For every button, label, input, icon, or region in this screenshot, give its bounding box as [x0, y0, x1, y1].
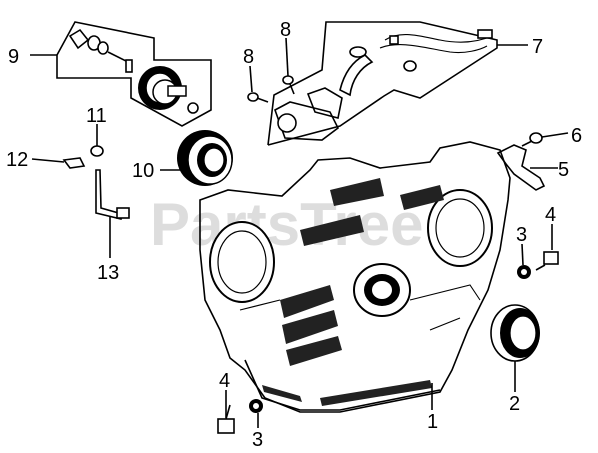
- clip-12[interactable]: [62, 157, 86, 169]
- bolt-4-right[interactable]: [535, 251, 559, 271]
- callout-2: 2: [509, 393, 520, 415]
- screw-8-left[interactable]: [247, 92, 269, 103]
- callout-4-bottom: 4: [219, 370, 230, 392]
- washer-3-right[interactable]: [517, 265, 531, 279]
- callout-8-left: 8: [243, 46, 254, 68]
- watermark: PartsTree: [150, 191, 424, 258]
- crankcase[interactable]: [199, 141, 511, 413]
- callout-3-bottom: 3: [252, 429, 263, 451]
- clip[interactable]: [90, 145, 104, 157]
- callout-8-right: 8: [280, 19, 291, 41]
- screw-8-right[interactable]: [282, 75, 295, 95]
- callout-9: 9: [8, 46, 19, 68]
- screw-6[interactable]: [521, 132, 543, 147]
- callout-10: 10: [132, 160, 154, 182]
- callout-11: 11: [86, 105, 107, 127]
- callout-6: 6: [571, 125, 582, 147]
- callout-1: 1: [427, 411, 438, 433]
- governor-gear-assembly[interactable]: [56, 21, 212, 127]
- callout-7: 7: [532, 36, 543, 58]
- callout-3-right: 3: [516, 224, 527, 246]
- leader-lines: [30, 37, 569, 428]
- bearing[interactable]: [177, 130, 233, 186]
- callout-12: 12: [6, 149, 28, 171]
- callout-13: 13: [97, 262, 119, 284]
- bracket[interactable]: [496, 144, 546, 191]
- washer-3-bottom[interactable]: [249, 399, 263, 413]
- governor-arm[interactable]: [95, 169, 130, 220]
- callout-4-right: 4: [545, 204, 556, 226]
- callout-5: 5: [558, 159, 569, 181]
- oil-seal[interactable]: [490, 304, 540, 362]
- breather-assembly[interactable]: [267, 21, 498, 146]
